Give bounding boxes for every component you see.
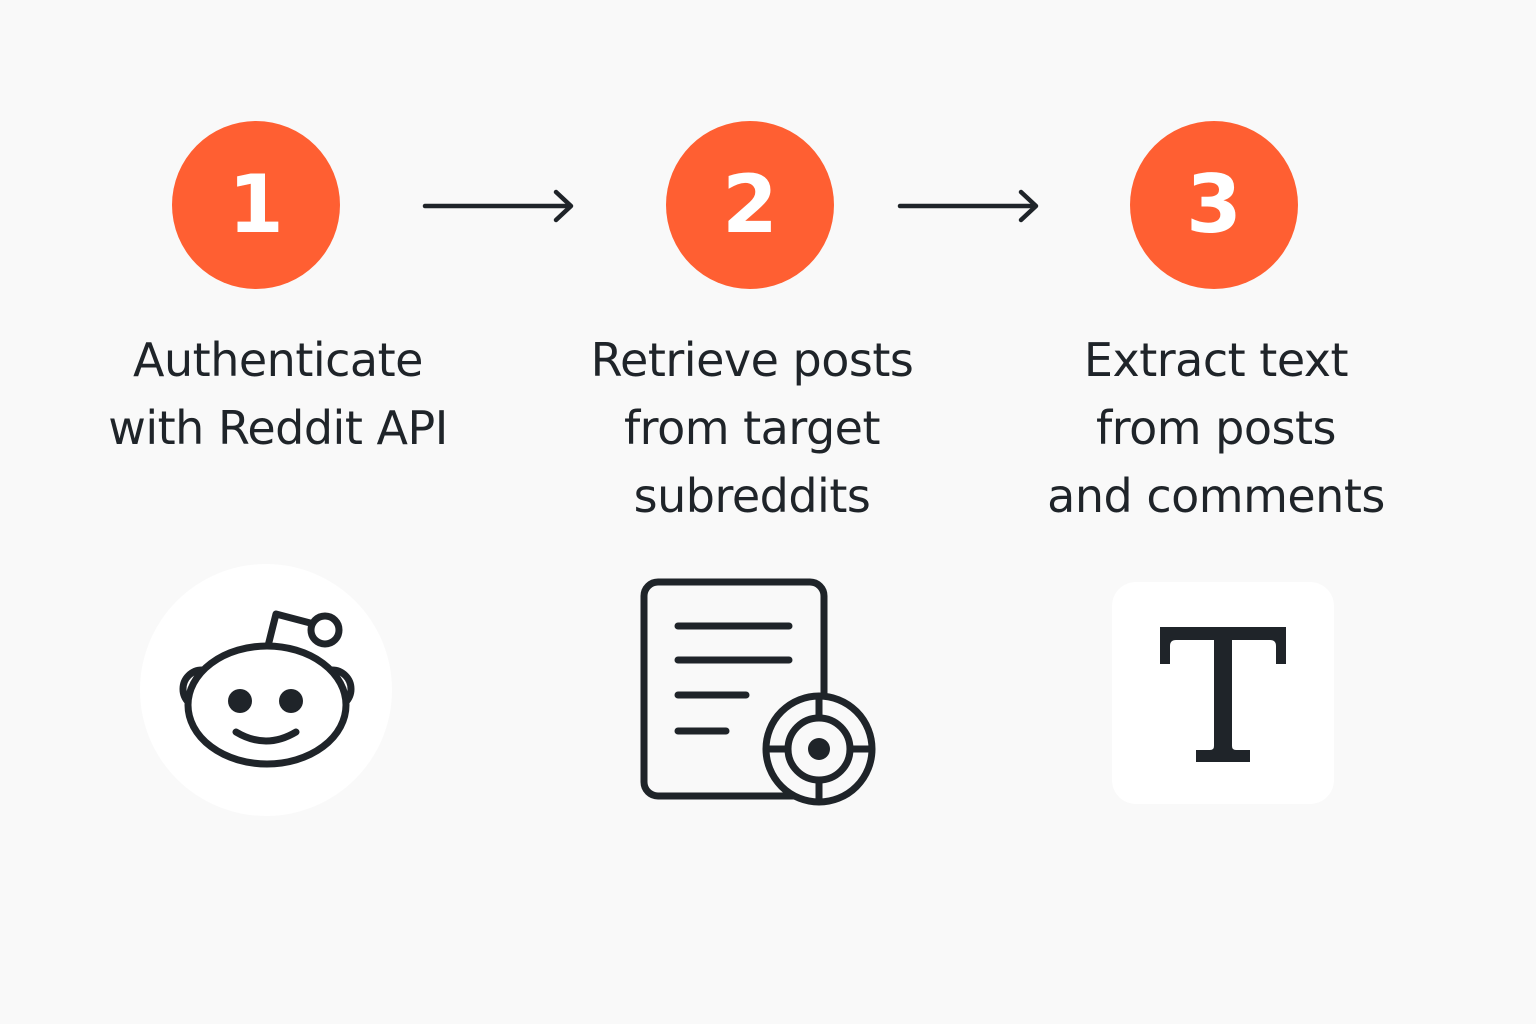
step-3-label-line: Extract text	[1083, 333, 1349, 387]
step-1-label-line: with Reddit API	[108, 401, 448, 455]
reddit-icon	[140, 564, 392, 816]
step-2-label-line: subreddits	[633, 469, 871, 523]
step-2-label-line: Retrieve posts	[590, 333, 914, 387]
step-2-number: 2	[722, 158, 778, 251]
document-target-icon	[640, 578, 876, 806]
step-3-number: 3	[1186, 158, 1242, 251]
step-1-badge: 1	[172, 121, 340, 289]
step-3-label: Extract text from posts and comments	[996, 326, 1436, 530]
text-t-icon	[1112, 582, 1334, 804]
step-2-label: Retrieve posts from target subreddits	[532, 326, 972, 530]
step-2-label-line: from target	[623, 401, 881, 455]
arrow-right-icon	[422, 189, 574, 223]
step-1-number: 1	[228, 158, 284, 251]
arrow-right-icon	[897, 189, 1039, 223]
step-3-badge: 3	[1130, 121, 1298, 289]
step-3-label-line: from posts	[1096, 401, 1336, 455]
step-1-label-line: Authenticate	[133, 333, 423, 387]
step-1-label: Authenticate with Reddit API	[58, 326, 498, 462]
step-2-badge: 2	[666, 121, 834, 289]
step-3-label-line: and comments	[1047, 469, 1385, 523]
